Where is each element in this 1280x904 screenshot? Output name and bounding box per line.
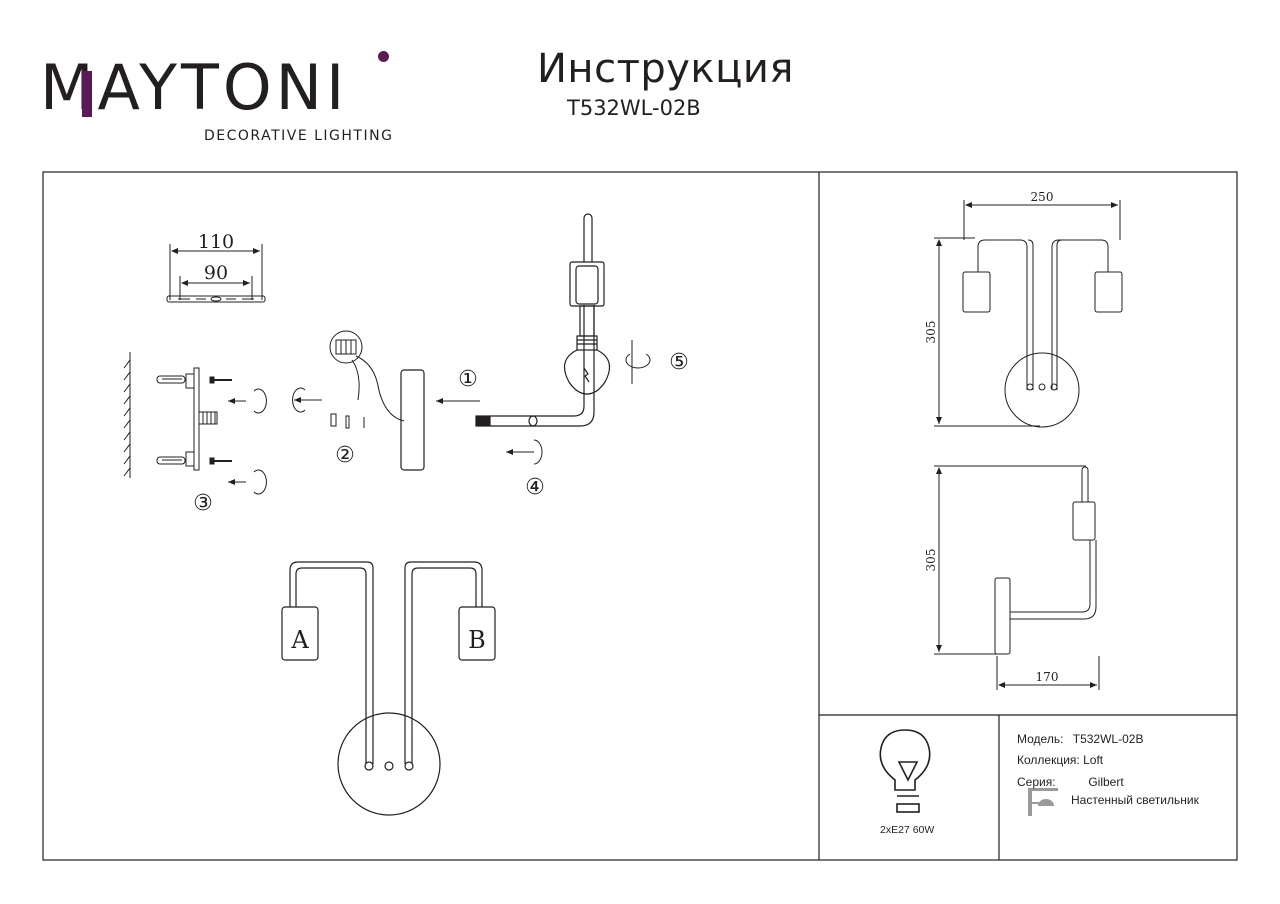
collection-value: Loft <box>1083 753 1104 767</box>
step-1-marker: ① <box>458 367 478 392</box>
model-row: Модель: T532WL-02B <box>1017 732 1143 746</box>
step-3-marker: ③ <box>193 491 213 516</box>
screws <box>209 376 232 465</box>
plate-outer-width: 110 <box>198 231 234 253</box>
wall-hatch <box>123 352 131 478</box>
series-value: Gilbert <box>1088 775 1124 789</box>
model-value: T532WL-02B <box>1072 732 1144 746</box>
bulb-icon <box>879 729 931 813</box>
canopy-side <box>400 369 425 471</box>
brand-tagline: DECORATIVE LIGHTING <box>204 128 394 144</box>
dim-side-height: 305 <box>924 549 938 572</box>
brand-accent-dot <box>378 51 389 62</box>
brand-accent-bar <box>82 71 92 117</box>
step4-arrows <box>506 439 543 465</box>
bulb-spec: 2xE27 60W <box>880 824 935 836</box>
wall-anchors <box>156 367 218 471</box>
dim-front-width: 250 <box>1031 190 1054 204</box>
step-5-marker: ⑤ <box>669 350 689 375</box>
step-4-marker: ④ <box>525 475 545 500</box>
wall-lamp-type-icon <box>1028 788 1058 816</box>
socket-label-b: B <box>468 626 486 654</box>
series-label: Серия: <box>1017 775 1056 789</box>
front-view-lamp <box>281 561 496 816</box>
step5-arrows <box>625 340 651 384</box>
dim-side-view <box>934 465 1100 690</box>
dim-side-depth: 170 <box>1036 670 1059 684</box>
collection-label: Коллекция: <box>1017 753 1080 767</box>
page-title: Инструкция <box>537 46 794 92</box>
sheet-frame <box>42 171 1238 861</box>
series-row: Серия: Gilbert <box>1017 775 1124 789</box>
model-label: Модель: <box>1017 732 1064 746</box>
plate-inner-width: 90 <box>204 262 228 284</box>
mounting-plate-dimension <box>166 244 266 303</box>
socket-label-a: A <box>290 626 309 654</box>
model-code: T532WL-02B <box>567 96 701 120</box>
collection-row: Коллекция: Loft <box>1017 753 1103 767</box>
maytoni-logo: MAYTONI DECORATIVE LIGHTING <box>40 48 400 148</box>
terminal-block <box>329 330 405 429</box>
dim-front-view <box>934 200 1123 428</box>
lamp-arm <box>475 213 611 427</box>
lamp-type: Настенный светильник <box>1071 793 1199 807</box>
dim-front-height: 305 <box>924 321 938 344</box>
step-2-marker: ② <box>335 443 355 468</box>
step3-arrows <box>228 387 322 495</box>
